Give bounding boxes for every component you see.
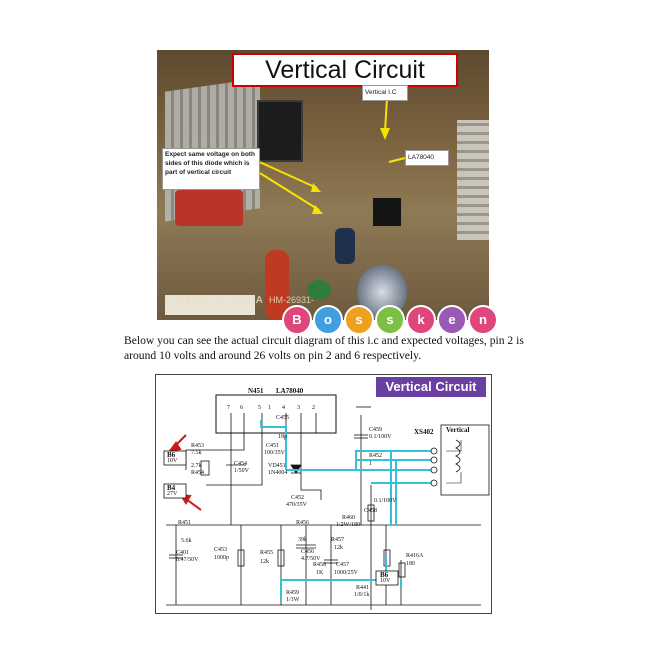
watermark-letter: n [468, 305, 498, 335]
watermark-letter: e [437, 305, 467, 335]
vertical-circuit-schematic: Vertical Circuit N451 LA78040 7 6 5 4 3 … [155, 374, 492, 614]
pin-1: 1 [268, 405, 271, 411]
board-silkscreen-text: MADE IN CHINA [175, 295, 264, 306]
r416a-label: R416A [406, 553, 424, 559]
pin-6: 6 [240, 405, 243, 411]
ic-part: LA78040 [276, 387, 304, 395]
r441-value: 1/0/1k [354, 592, 370, 598]
b6-badge-label: B6 [167, 451, 176, 459]
c457-label: C457 [336, 562, 350, 568]
circuit-board-photo: MADE IN CHINA HM-26931- Vertical Circuit… [157, 50, 489, 320]
r460-label: R460 [342, 515, 356, 521]
vertical-ic-chip [373, 198, 401, 226]
watermark-letter: k [406, 305, 436, 335]
power-transistor [257, 100, 303, 162]
r452-value: 1 [369, 461, 372, 467]
r451-label: R451 [178, 520, 192, 526]
resistor-red [265, 250, 289, 320]
pin-3: 3 [297, 405, 300, 411]
schematic-title: Vertical Circuit [376, 377, 486, 397]
photo-title: Vertical Circuit [232, 53, 458, 87]
c457-value: 1000/25V [334, 570, 358, 576]
c456-label: C456 [301, 549, 315, 555]
r457-value: 12k [334, 545, 343, 551]
c459-label: C459 [369, 427, 383, 433]
pin-2: 2 [312, 405, 315, 411]
c455-label: C455 [276, 415, 290, 421]
watermark-letter: s [375, 305, 405, 335]
c458-value: 0.1/100V [374, 498, 397, 504]
heatsink-right [457, 120, 489, 240]
pin-4: 4 [282, 405, 285, 411]
c453-label: C453 [214, 547, 228, 553]
r441-label: R441 [356, 585, 370, 591]
c452-value: 470/35V [286, 502, 307, 508]
r460-value: 1/2W/180 [336, 522, 360, 528]
c452-label: C452 [291, 495, 305, 501]
r459-value: 1/1W [286, 597, 300, 603]
ic-name: N451 [248, 387, 264, 395]
r457-label: R457 [331, 537, 345, 543]
r455-label: R455 [260, 550, 274, 556]
c459-value: 0.1/100V [369, 434, 392, 440]
vd451-value: 1N4004 [268, 470, 288, 476]
r459-label: R459 [286, 590, 300, 596]
resistor-block-red [175, 190, 243, 226]
c454-label: C454 [234, 461, 248, 467]
b4-badge-label: B4 [167, 484, 176, 492]
r453-value: 7.5k [191, 450, 202, 456]
la78040-label: LA78040 [405, 150, 449, 166]
c451-label: C451 [266, 443, 280, 449]
c401-value: 0.47/50V [176, 557, 199, 563]
description-text: Below you can see the actual circuit dia… [124, 334, 524, 362]
b6-badge-value: 10V [167, 458, 178, 464]
r455-value: 12k [260, 559, 269, 565]
callout-arrows [254, 97, 406, 214]
board-code-text: HM-26931- [269, 295, 315, 305]
r454-label: R454 [191, 470, 205, 476]
c458-label: C458 [364, 508, 378, 514]
c453-value: 1000p [214, 555, 229, 561]
r458-label: R458 [313, 562, 327, 568]
c456-value: 4.7/50V [301, 556, 321, 562]
b6b-badge-value: 10V [380, 578, 391, 584]
c401-label: C401 [176, 550, 190, 556]
pin-7: 7 [227, 405, 230, 411]
r416a-value: 180 [406, 561, 415, 567]
r453-label: R453 [191, 443, 205, 449]
connector-white [165, 295, 255, 315]
r454-value: 2.7k [191, 463, 202, 469]
connector-label: Vertical [446, 426, 470, 434]
connector-name: XS402 [414, 428, 434, 436]
watermark-letter: s [344, 305, 374, 335]
r458-value: 1K [316, 570, 324, 576]
vertical-ic-label: Vertical I.C [362, 85, 408, 101]
capacitor-green [307, 280, 331, 300]
b6b-badge-label: B6 [380, 571, 389, 579]
schematic-wiring [163, 394, 490, 610]
watermark-letter: B [282, 305, 312, 335]
watermark-letter: o [313, 305, 343, 335]
r452-label: R452 [369, 453, 383, 459]
pin-5: 5 [258, 405, 261, 411]
c451-value: 100/35V [264, 450, 285, 456]
capacitor-blue [335, 228, 355, 264]
b4-badge-value: 27V [167, 491, 178, 497]
r451-value: 5.6k [181, 538, 192, 544]
diode-note: Expect same voltage on both sides of thi… [162, 148, 260, 190]
c455-value: 18p [278, 434, 287, 440]
c454-value: 1/50V [234, 468, 249, 474]
r456-label: R456 [296, 520, 310, 526]
vd451-label: VD451 [268, 463, 286, 469]
r456-value: 39k [298, 537, 307, 543]
